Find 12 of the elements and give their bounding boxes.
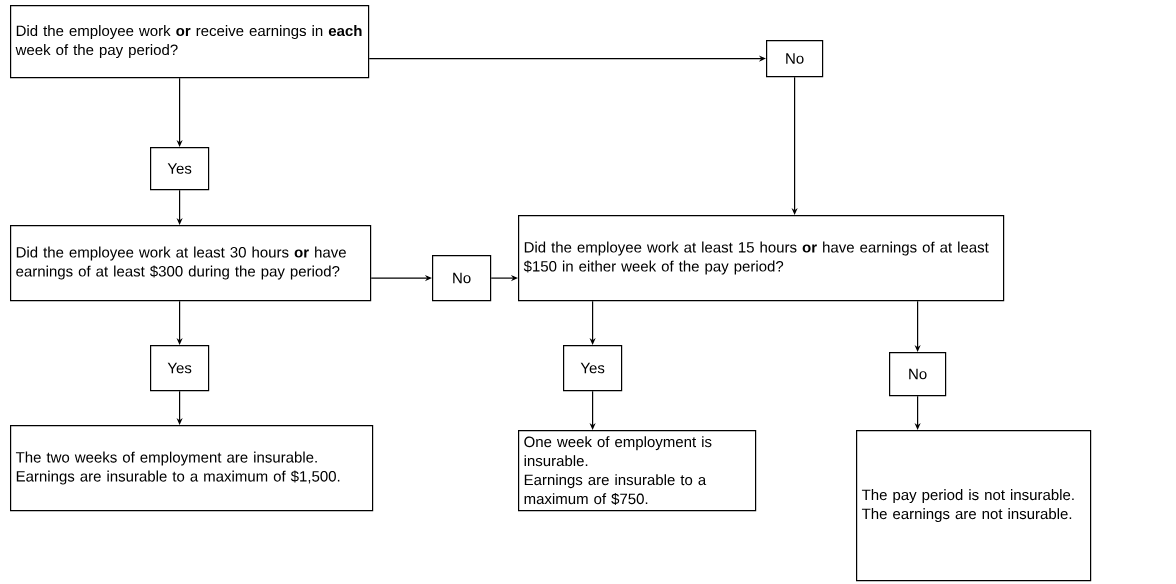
result-box: The two weeks of employment are insurable. Earnings are insurable to a maximum of $1,500.	[10, 425, 374, 512]
question-box: Did the employee work or receive earnings in each week of the pay period?	[10, 5, 370, 79]
question-box: Did the employee work at least 15 hours or have earnings of at least $150 in either week of the pay period?	[518, 215, 1005, 302]
answer-box: Yes	[150, 147, 210, 191]
question-box: Did the employee work at least 30 hours or have earnings of at least $300 during the pay period?	[10, 225, 372, 302]
result-box: The pay period is not insurable. The earnings are not insurable.	[856, 430, 1092, 582]
answer-box: No	[766, 40, 824, 78]
answer-box: Yes	[563, 345, 623, 392]
answer-box: Yes	[150, 345, 210, 392]
answer-box: No	[889, 352, 947, 397]
result-box: One week of employment is insurable. Earnings are insurable to a maximum of $750.	[518, 430, 757, 512]
answer-box: No	[432, 255, 492, 302]
